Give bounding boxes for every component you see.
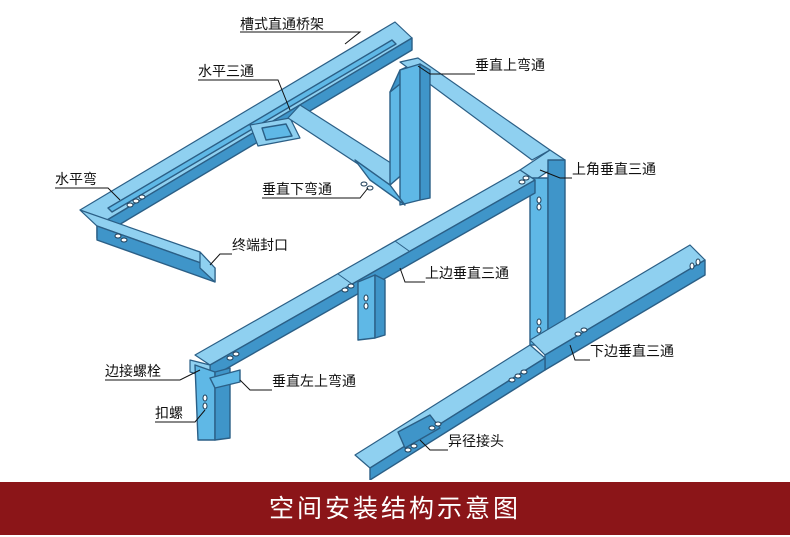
label-edge-bolt: 边接螺栓 [105, 363, 161, 380]
leader-lines [55, 31, 590, 451]
label-vertical-left-up-bend: 垂直左上弯通 [272, 373, 356, 390]
footer-banner: 空间安装结构示意图 [0, 482, 790, 535]
label-corner-vertical-tee: 上角垂直三通 [572, 161, 656, 178]
label-vertical-down-bend: 垂直下弯通 [262, 181, 332, 198]
label-reducer: 异径接头 [448, 433, 504, 450]
footer-title: 空间安装结构示意图 [268, 494, 521, 523]
horizontal-tee [249, 117, 301, 147]
label-vertical-up-bend: 垂直上弯通 [475, 57, 545, 74]
label-lower-vertical-tee: 下边垂直三通 [590, 343, 674, 360]
label-clip: 扣螺 [155, 406, 183, 422]
label-horizontal-bend: 水平弯 [55, 171, 97, 188]
middle-drop [357, 274, 386, 341]
vertical-bend-loop [287, 57, 551, 206]
label-straight-tray: 槽式直通桥架 [240, 16, 324, 33]
label-horizontal-tee: 水平三通 [198, 64, 254, 80]
horizontal-bend-arm [79, 209, 216, 283]
lower-tray [354, 344, 546, 480]
right-riser [519, 149, 566, 346]
label-end-cap: 终端封口 [232, 238, 288, 254]
installation-diagram: 槽式直通桥架 水平三通 水平弯 垂直下弯通 终端封口 垂直上弯通 上角垂直三通 … [55, 16, 706, 480]
label-upper-vertical-tee: 上边垂直三通 [425, 265, 509, 282]
bolt-groups [114, 175, 701, 453]
left-riser [189, 359, 241, 441]
